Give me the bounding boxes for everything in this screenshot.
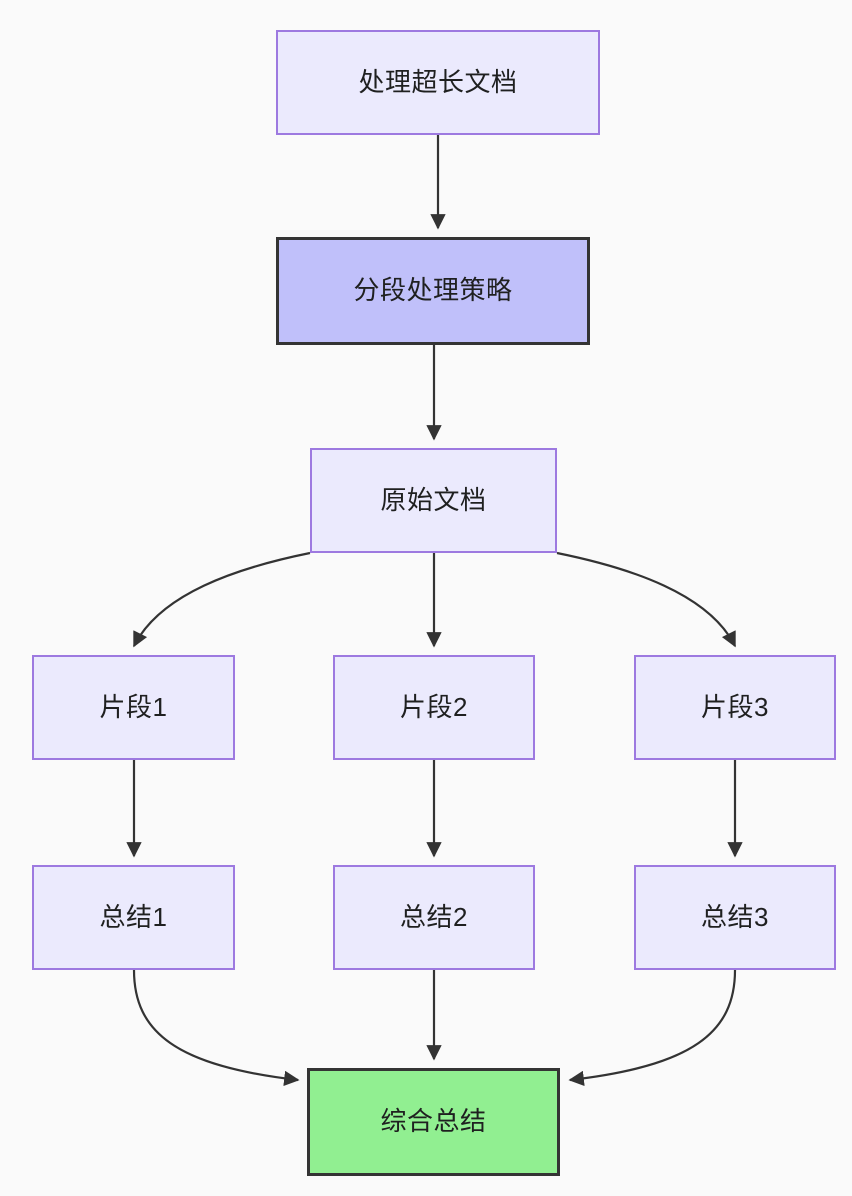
node-label: 总结3 xyxy=(701,901,769,932)
node-summary-3[interactable]: 总结3 xyxy=(634,865,836,970)
node-summary-1[interactable]: 总结1 xyxy=(32,865,235,970)
node-summary-2[interactable]: 总结2 xyxy=(333,865,535,970)
node-original-document[interactable]: 原始文档 xyxy=(310,448,557,553)
edge-sum1-to-final xyxy=(132,969,300,1087)
node-label: 片段1 xyxy=(99,691,168,722)
node-label: 综合总结 xyxy=(380,1106,487,1137)
node-chunk-2[interactable]: 片段2 xyxy=(333,655,535,760)
node-label: 片段3 xyxy=(701,691,769,722)
node-process-long-document[interactable]: 处理超长文档 xyxy=(276,30,600,135)
node-chunking-strategy[interactable]: 分段处理策略 xyxy=(276,237,590,345)
node-chunk-3[interactable]: 片段3 xyxy=(634,655,836,760)
edge-source-to-chunk1 xyxy=(133,551,311,648)
node-label: 处理超长文档 xyxy=(358,66,518,97)
edge-sum3-to-final xyxy=(568,969,737,1087)
node-label: 总结1 xyxy=(99,901,168,932)
node-label: 片段2 xyxy=(400,691,468,722)
node-final-summary[interactable]: 综合总结 xyxy=(307,1068,560,1176)
node-label: 分段处理策略 xyxy=(353,275,513,306)
node-chunk-1[interactable]: 片段1 xyxy=(32,655,235,760)
node-label: 原始文档 xyxy=(380,484,487,515)
edge-source-to-chunk3 xyxy=(556,551,736,648)
node-label: 总结2 xyxy=(400,901,468,932)
